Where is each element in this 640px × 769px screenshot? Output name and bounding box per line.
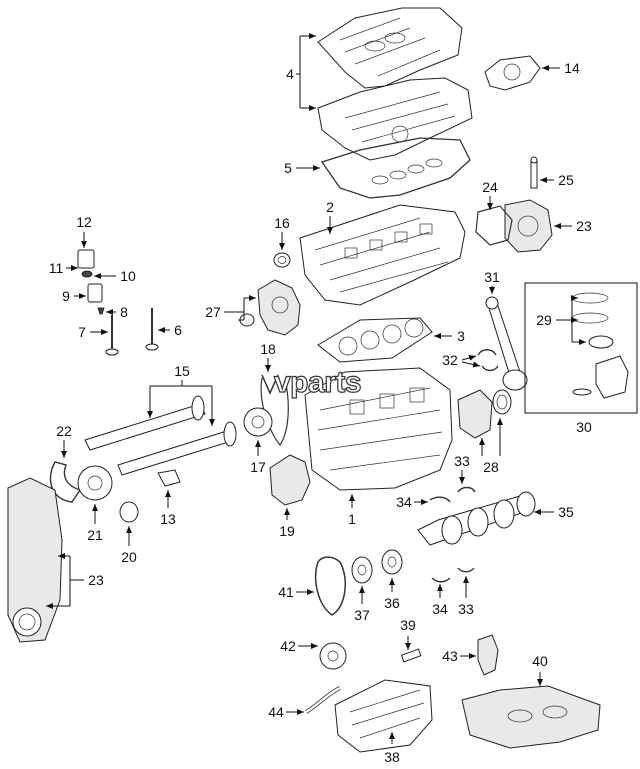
- callout-21: 21: [87, 527, 103, 543]
- callout-42: 42: [280, 638, 296, 654]
- part-28-seal: [457, 389, 512, 439]
- part-16-seal: [273, 252, 291, 268]
- callout-5: 5: [284, 160, 292, 176]
- part-37-pulley: [351, 556, 373, 584]
- part-43-bracket: [477, 634, 499, 676]
- watermark-text: vparts: [274, 366, 361, 399]
- callout-44: 44: [268, 704, 284, 720]
- callout-41: 41: [278, 584, 294, 600]
- camshafts: [84, 395, 237, 476]
- part-25-gasket: [475, 205, 513, 246]
- callout-17: 17: [250, 459, 266, 475]
- callout-7: 7: [78, 324, 86, 340]
- watermark-logo: vparts: [261, 365, 362, 400]
- callout-22: 22: [56, 423, 72, 439]
- callout-30: 30: [576, 419, 592, 435]
- callout-24: 23: [576, 218, 592, 234]
- part-14-housing: [484, 55, 541, 91]
- part-18-guide: [260, 377, 289, 447]
- valve-cover-gasket: [320, 137, 471, 199]
- callout-18: 18: [260, 341, 276, 357]
- callout-40: 40: [532, 653, 548, 669]
- part-17-sprocket: [243, 407, 273, 437]
- callout-29: 29: [536, 312, 552, 328]
- callout-23: 23: [88, 572, 104, 588]
- part-36-gear: [381, 549, 403, 575]
- cylinder-head: [299, 204, 466, 306]
- part-19-bracket: [269, 454, 311, 506]
- part-27-pump: [239, 279, 301, 336]
- callout-14: 14: [564, 60, 580, 76]
- callout-27: 27: [205, 304, 221, 320]
- callout-32: 32: [442, 352, 458, 368]
- callout-9: 9: [62, 288, 70, 304]
- callout-3: 3: [457, 328, 465, 344]
- balance-shaft-module: [461, 685, 601, 749]
- callout-34-lower: 34: [432, 601, 448, 617]
- main-bearings: [429, 486, 476, 583]
- callout-37: 37: [354, 607, 370, 623]
- callout-11: 11: [49, 260, 64, 276]
- part-42-pulley: [319, 642, 347, 670]
- oil-pan: [334, 679, 433, 753]
- part-20-pulley: [119, 501, 139, 523]
- callout-12: 12: [76, 214, 92, 230]
- callout-28: 28: [483, 459, 499, 475]
- part-21-sprocket: [77, 465, 113, 501]
- part-44-pipe: [304, 686, 341, 714]
- part-23-cover: [7, 477, 63, 643]
- part-31-conrod: [485, 296, 528, 391]
- callout-36: 36: [384, 595, 400, 611]
- callout-1: 1: [348, 511, 356, 527]
- callout-26: 25: [558, 172, 574, 188]
- callout-2: 2: [326, 199, 334, 215]
- part-13-rocker: [157, 469, 181, 487]
- callout-20: 20: [121, 549, 137, 565]
- head-gasket: [317, 317, 433, 363]
- part-26-sensor: [530, 156, 538, 189]
- valve-train-parts: [77, 249, 159, 356]
- engine-cover-lower: [317, 77, 473, 161]
- callout-8: 8: [120, 304, 128, 320]
- callout-13: 13: [160, 511, 176, 527]
- callout-43: 43: [442, 648, 458, 664]
- engine-block: [304, 367, 453, 491]
- callout-16: 16: [274, 215, 290, 231]
- callout-33-upper: 33: [454, 453, 470, 469]
- callout-35: 35: [558, 504, 574, 520]
- callout-34-upper: 34: [396, 494, 412, 510]
- leader-lines: [46, 33, 586, 744]
- part-24-cover: [504, 199, 553, 253]
- callout-38: 38: [384, 749, 400, 765]
- engine-cover-upper: [317, 7, 463, 89]
- callout-4: 4: [286, 66, 294, 82]
- callout-labels: 4 5 14 25 24 23 2 16 27 3 31 32 29 30 12…: [49, 60, 592, 765]
- crankshaft: [417, 491, 536, 546]
- callout-39: 39: [400, 617, 416, 633]
- part-32-bearing: [477, 349, 499, 372]
- callout-10: 10: [120, 268, 136, 284]
- callout-25: 24: [482, 179, 498, 195]
- callout-31: 31: [484, 269, 500, 285]
- callout-19: 19: [279, 523, 295, 539]
- callout-15: 15: [174, 363, 190, 379]
- piston-kit-box: [524, 282, 638, 414]
- callout-33-lower: 33: [458, 601, 474, 617]
- part-39-sensor: [400, 648, 422, 663]
- callout-6: 6: [174, 322, 182, 338]
- part-41-belt: [314, 556, 347, 616]
